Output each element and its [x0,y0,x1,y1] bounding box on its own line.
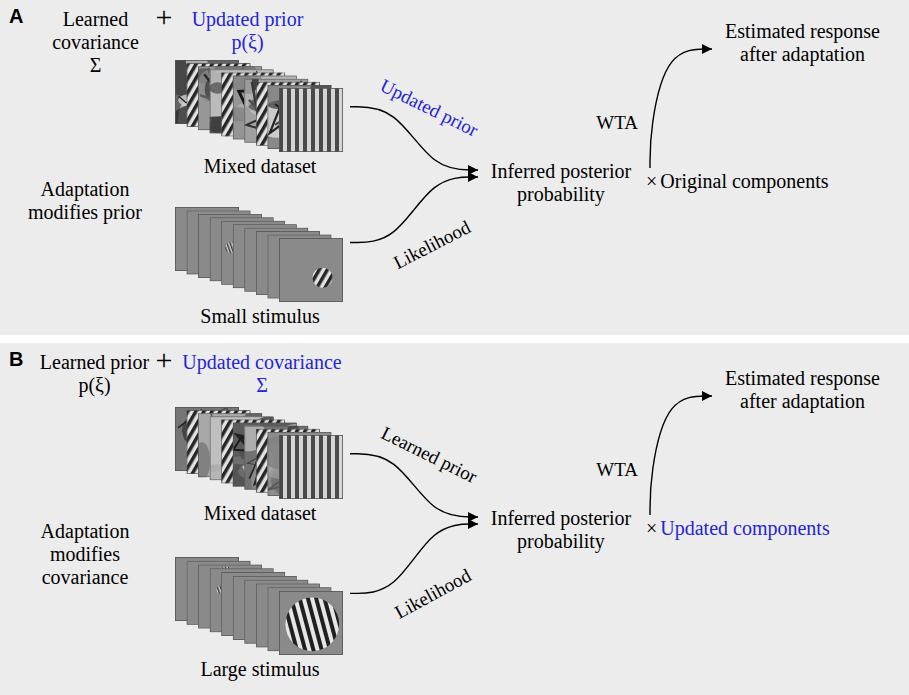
node-text: Inferred posterior probability [486,507,636,553]
edge-label: WTA [596,459,638,481]
image-stack: Small stimulus [170,205,350,330]
plus-sign: + [150,2,178,32]
edge-label: WTA [596,112,638,134]
text-node: Inferred posterior probability [478,505,640,555]
times-sign: × [646,517,657,540]
header-text: Updated prior p(ξ) [180,8,315,54]
node-text: Estimated response after adaptation [720,20,885,66]
stack-caption: Mixed dataset [170,155,350,178]
text-node: Estimated response after adaptation [712,365,889,415]
product-term: ×Original components [642,168,833,195]
figure-panel: B Mixed datasetLarge stimulus Inferred pos… [0,343,909,695]
stack-caption: Large stimulus [170,658,350,681]
side-note: Adaptation modifies prior [10,178,160,224]
component-label: Original components [660,170,828,193]
stack-caption: Mixed dataset [170,502,350,525]
header-text: Learned covariance Σ [48,8,143,77]
stack-caption: Small stimulus [170,305,350,328]
node-text: Estimated response after adaptation [720,367,885,413]
text-node: Inferred posterior probability [478,158,640,208]
image-stack: Mixed dataset [170,58,350,180]
node-text: Inferred posterior probability [486,160,636,206]
component-label: Updated components [660,517,829,540]
text-node: Estimated response after adaptation [712,18,889,68]
plus-sign: + [150,345,178,375]
panel-letter: B [9,348,23,371]
image-stack: Mixed dataset [170,405,350,527]
header-text: Learned prior p(ξ) [32,351,157,397]
panel-letter: A [9,5,23,28]
product-term: ×Updated components [642,515,834,542]
image-stack: Large stimulus [170,555,350,683]
times-sign: × [646,170,657,193]
header-text: Updated covariance Σ [178,351,346,397]
side-note: Adaptation modifies covariance [10,520,160,589]
